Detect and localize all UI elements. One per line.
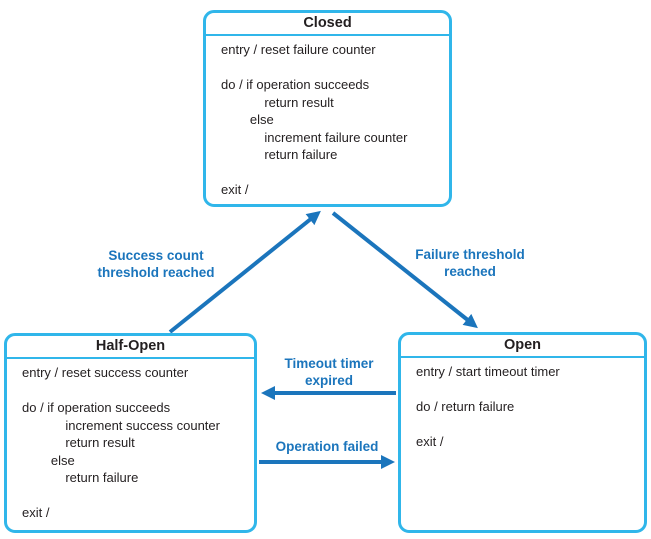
state-closed-body: entry / reset failure counter do / if op…: [221, 42, 408, 197]
state-closed-title: Closed: [206, 13, 449, 36]
state-open: Open entry / start timeout timer do / re…: [398, 332, 647, 533]
transition-label-timeout-expired: Timeout timer expired: [284, 356, 374, 388]
transition-label-operation-failed: Operation failed: [275, 439, 379, 454]
failure-threshold-arrow: [331, 211, 478, 329]
success-threshold-arrow: [168, 210, 321, 334]
state-open-body: entry / start timeout timer do / return …: [416, 364, 560, 449]
state-half-open-body: entry / reset success counter do / if op…: [22, 365, 220, 520]
state-half-open-title: Half-Open: [7, 336, 254, 359]
transition-label-success-count: Success count threshold reached: [97, 248, 215, 280]
transition-label-failure-threshold: Failure threshold reached: [415, 247, 525, 279]
state-open-title: Open: [401, 335, 644, 358]
state-half-open: Half-Open entry / reset success counter …: [4, 333, 257, 533]
state-closed: Closed entry / reset failure counter do …: [203, 10, 452, 207]
